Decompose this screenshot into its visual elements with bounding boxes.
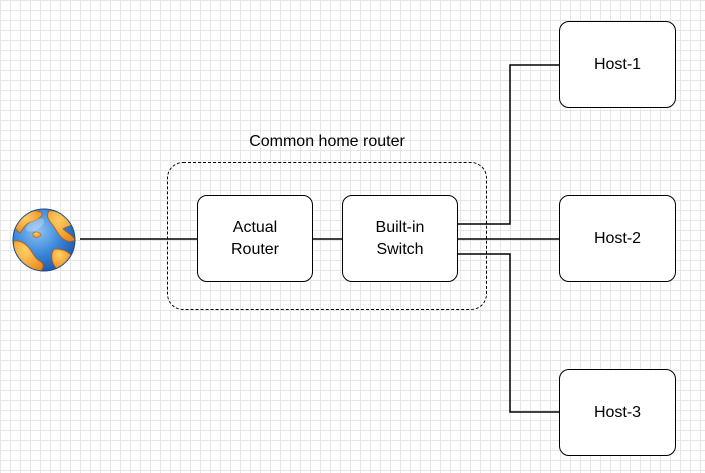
globe-icon[interactable] (11, 207, 77, 273)
host-1-node[interactable]: Host-1 (559, 21, 676, 108)
host-2-node[interactable]: Host-2 (559, 195, 676, 282)
host-3-label: Host-3 (593, 403, 642, 421)
host-2-label: Host-2 (593, 229, 642, 247)
home-router-group (167, 162, 487, 310)
host-3-node[interactable]: Host-3 (559, 369, 676, 456)
link-switch-host1 (458, 64, 559, 225)
built-in-switch-node[interactable]: Built-in Switch (342, 195, 458, 282)
host-1-label: Host-1 (593, 55, 642, 73)
actual-router-node[interactable]: Actual Router (197, 195, 313, 282)
group-label: Common home router (249, 133, 405, 150)
link-switch-host3 (458, 253, 559, 413)
built-in-switch-label: Built-in Switch (375, 218, 425, 258)
actual-router-label: Actual Router (230, 218, 280, 258)
